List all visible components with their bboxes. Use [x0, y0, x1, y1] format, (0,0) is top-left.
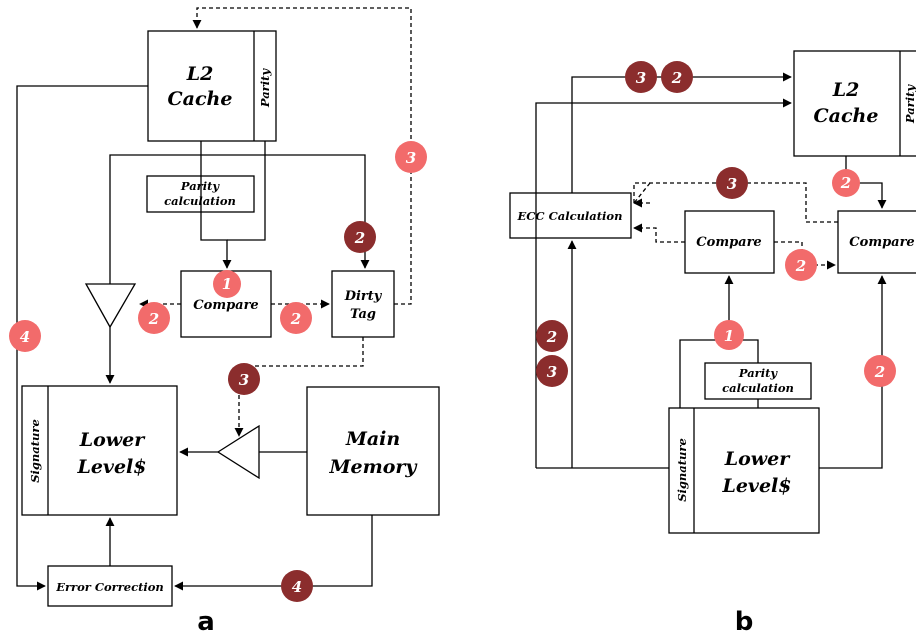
b-l2-cache-box [793, 50, 916, 157]
a-main-memory-box [306, 386, 440, 516]
b-badge-3-left: 3 [536, 355, 568, 387]
svg-text:4: 4 [20, 328, 30, 346]
a-badge-4-dark: 4 [281, 570, 313, 602]
b-lower-level-box [668, 407, 820, 534]
a-dirty-tag-label-1: Dirty [344, 289, 383, 304]
svg-text:1: 1 [222, 275, 232, 293]
panel-a: L2 Cache Parity Parity calculation Compa… [9, 7, 440, 637]
svg-text:1: 1 [724, 327, 734, 345]
svg-text:3: 3 [547, 363, 557, 381]
b-parity-calc-box [704, 362, 812, 400]
a-badge-2-mid: 2 [280, 302, 312, 334]
b-badge-2-right: 2 [864, 355, 896, 387]
a-badge-2-left: 2 [138, 302, 170, 334]
a-l2-cache-box [147, 30, 277, 142]
b-parity-calc-label-1: Parity [738, 366, 779, 380]
b-badge-2-left: 2 [536, 320, 568, 352]
a-parity-label: Parity [258, 68, 272, 109]
svg-text:2: 2 [354, 229, 365, 247]
a-parity-calc-label-2: calculation [164, 194, 236, 208]
b-badge-1: 1 [714, 320, 744, 350]
svg-text:2: 2 [840, 174, 851, 192]
a-compare-label: Compare [193, 298, 258, 313]
b-l2-cache-label-2: Cache [814, 105, 879, 127]
a-l2-cache-label-1: L2 [186, 63, 214, 85]
b-badge-3-mid: 3 [716, 167, 748, 199]
b-parity-label: Parity [903, 84, 916, 125]
a-panel-label: a [197, 607, 215, 637]
b-badge-2-cache: 2 [832, 169, 860, 197]
svg-text:4: 4 [292, 578, 302, 596]
b-compare-left-label: Compare [696, 235, 761, 250]
b-badge-2-top: 2 [661, 61, 693, 93]
b-panel-label: b [735, 607, 754, 637]
svg-text:2: 2 [874, 363, 885, 381]
svg-text:3: 3 [239, 371, 249, 389]
a-main-memory-label-1: Main [345, 428, 400, 450]
a-error-correction-label: Error Correction [55, 580, 164, 594]
a-l2-cache-label-2: Cache [168, 88, 233, 110]
a-buffer-down-triangle [84, 283, 137, 329]
a-dirty-tag-label-2: Tag [350, 307, 376, 322]
svg-text:2: 2 [795, 257, 806, 275]
svg-text:3: 3 [636, 69, 646, 87]
b-badge-3-top: 3 [625, 61, 657, 93]
b-ecc-calc-label: ECC Calculation [517, 209, 623, 223]
b-lower-level-label-1: Lower [724, 448, 791, 470]
svg-text:2: 2 [290, 310, 301, 328]
svg-text:2: 2 [671, 69, 682, 87]
b-badge-2-compare: 2 [785, 249, 817, 281]
a-dirty-tag-box [331, 270, 395, 338]
a-badge-3-light: 3 [395, 141, 427, 173]
b-compare-left-box [684, 210, 775, 274]
b-lower-level-label-2: Level$ [721, 475, 791, 497]
a-lower-level-label-1: Lower [79, 429, 146, 451]
a-lower-level-label-2: Level$ [76, 456, 146, 478]
a-signature-label: Signature [28, 419, 42, 483]
a-main-memory-label-2: Memory [329, 456, 419, 478]
b-l2-cache-label-1: L2 [832, 79, 860, 101]
a-parity-calc-label-1: Parity [180, 179, 221, 193]
svg-text:3: 3 [406, 149, 416, 167]
panel-b: L2 Cache Parity ECC Calculation Compare … [509, 50, 916, 637]
b-compare-right-label: Compare [849, 235, 914, 250]
a-badge-3-dark: 3 [228, 363, 260, 395]
b-ecc-calc-box [509, 192, 632, 239]
b-compare-right-box [837, 210, 916, 274]
svg-text:2: 2 [148, 310, 159, 328]
a-error-correction-box [47, 565, 173, 607]
b-signature-label: Signature [675, 438, 689, 502]
a-badge-4-light: 4 [9, 320, 41, 352]
svg-text:2: 2 [546, 328, 557, 346]
a-badge-2-dark: 2 [344, 221, 376, 253]
b-parity-calc-label-2: calculation [722, 381, 794, 395]
svg-text:3: 3 [727, 175, 737, 193]
a-badge-1: 1 [213, 270, 241, 298]
